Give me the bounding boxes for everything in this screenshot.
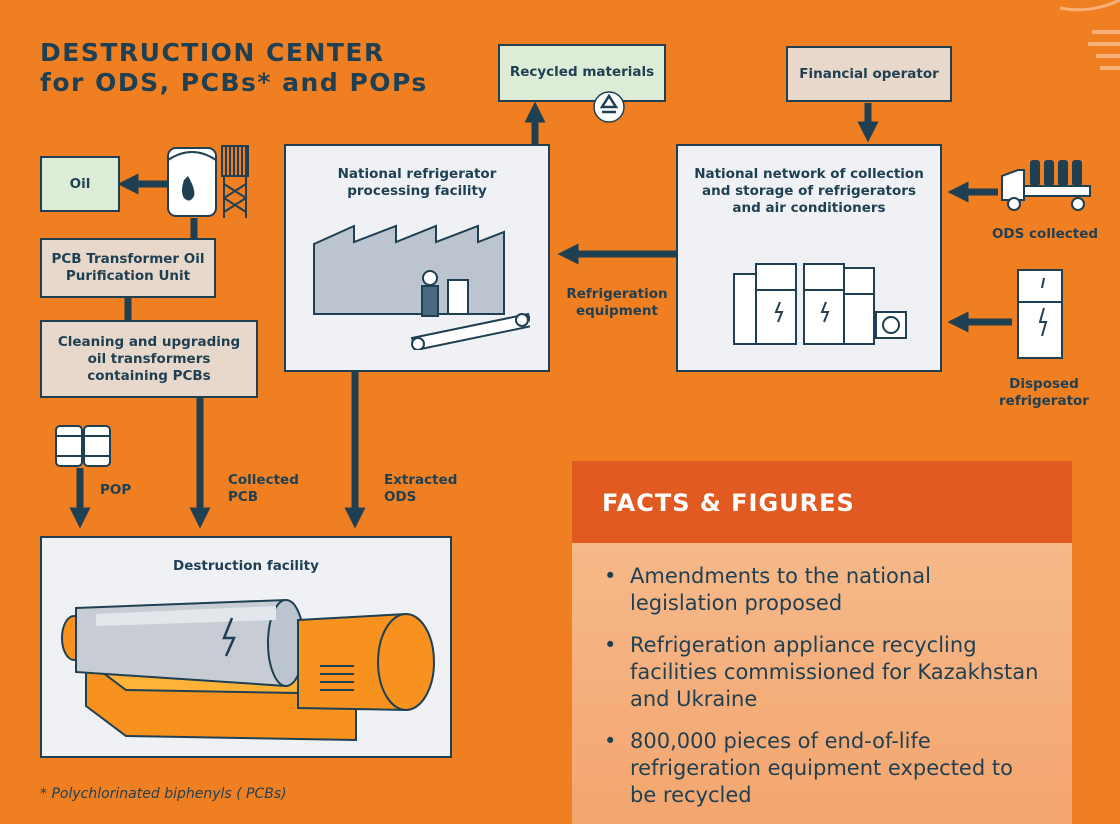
- disposed-refrigerator-label: Disposed refrigerator: [999, 376, 1089, 409]
- extracted-ods-label: Extracted ODS: [384, 472, 458, 505]
- title-line-2: for ODS, PCBs* and POPs: [40, 68, 428, 97]
- title-line-1: DESTRUCTION CENTER: [40, 38, 385, 67]
- ods-truck-icon: [1001, 160, 1091, 211]
- incinerator-icon: [61, 598, 435, 742]
- recycle-icon: [593, 91, 625, 123]
- decorative-swoosh: [1059, 0, 1120, 70]
- factory-icon: [313, 224, 530, 350]
- financial-operator-label: Financial operator: [799, 65, 939, 82]
- facts-panel: Amendments to the national legislation p…: [572, 543, 1072, 824]
- facts-header: FACTS & FIGURES: [572, 461, 1072, 543]
- refrigerators-icon: [733, 263, 907, 345]
- ods-collected-label: ODS collected: [991, 226, 1099, 242]
- collected-pcb-label: Collected PCB: [228, 472, 299, 505]
- recycled-materials-label: Recycled materials: [509, 64, 655, 80]
- page-title: DESTRUCTION CENTER for ODS, PCBs* and PO…: [40, 38, 428, 98]
- facts-list: Amendments to the national legislation p…: [602, 563, 1042, 824]
- oil-tank-icon: [167, 145, 249, 218]
- destruction-facility-label: Destruction facility: [173, 558, 319, 574]
- fact-item: 800,000 pieces of end-of-life refrigerat…: [602, 728, 1042, 809]
- facts-heading: FACTS & FIGURES: [602, 489, 855, 517]
- processing-facility-label: National refrigerator processing facilit…: [337, 166, 497, 199]
- fact-item: Refrigeration appliance recycling facili…: [602, 632, 1042, 713]
- refrigeration-equipment-label: Refrigeration equipment: [566, 286, 668, 319]
- processing-facility-box: National refrigerator processing facilit…: [284, 144, 550, 372]
- collection-network-box: National network of collection and stora…: [676, 144, 942, 372]
- recycled-materials-box: Recycled materials: [498, 44, 666, 102]
- cleaning-transformers-label: Cleaning and upgrading oil transformers …: [57, 333, 241, 384]
- pop-label: POP: [100, 482, 132, 498]
- collection-network-label: National network of collection and stora…: [694, 166, 924, 216]
- destruction-facility-box: Destruction facility: [40, 536, 452, 758]
- pcb-purification-unit-label: PCB Transformer Oil Purification Unit: [51, 251, 205, 284]
- pop-barrels-icon: [55, 425, 111, 467]
- financial-operator-box: Financial operator: [786, 46, 952, 102]
- disposed-refrigerator-icon: [1017, 269, 1063, 359]
- oil-label: Oil: [69, 175, 91, 192]
- pcb-purification-unit-box: PCB Transformer Oil Purification Unit: [40, 238, 216, 298]
- fact-item: Amendments to the national legislation p…: [602, 563, 1042, 617]
- cleaning-transformers-box: Cleaning and upgrading oil transformers …: [40, 320, 258, 398]
- footnote: * Polychlorinated biphenyls ( PCBs): [40, 786, 287, 802]
- oil-box: Oil: [40, 156, 120, 212]
